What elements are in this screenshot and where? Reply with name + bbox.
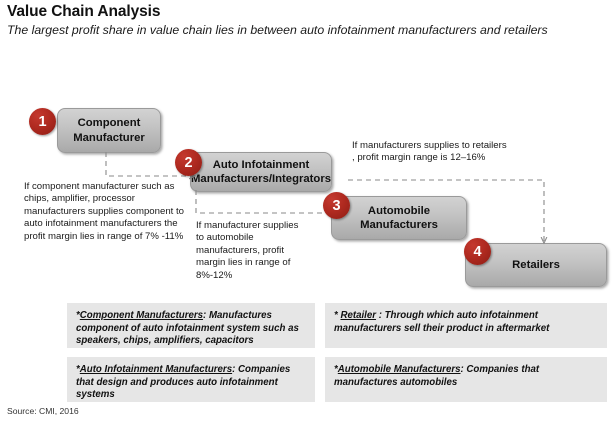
legend-body-1: : Through which auto infotainment manufa… bbox=[334, 310, 550, 334]
legend-automobile-manufacturers: *Automobile Manufacturers: Companies tha… bbox=[325, 357, 607, 402]
legend-prefix-1: * bbox=[334, 310, 341, 321]
legend-prefix-3: * bbox=[334, 364, 338, 375]
legend-text-automobile-manufacturers: *Automobile Manufacturers: Companies tha… bbox=[334, 364, 598, 389]
legend-auto-infotainment-manufacturers: *Auto Infotainment Manufacturers: Compan… bbox=[67, 357, 315, 402]
page-title: Value Chain Analysis bbox=[7, 3, 161, 20]
connector-2-to-3 bbox=[195, 190, 337, 213]
legend-body-2: : Companies that design and produces aut… bbox=[76, 364, 291, 401]
node-component-manufacturer[interactable]: Component Manufacturer bbox=[57, 108, 161, 153]
page-subtitle: The largest profit share in value chain … bbox=[7, 23, 548, 37]
node-badge-4: 4 bbox=[464, 238, 491, 265]
node-badge-2: 2 bbox=[175, 149, 202, 176]
annotation-component-to-auto: If component manufacturer such as chips,… bbox=[24, 181, 184, 242]
node-auto-infotainment-manufacturers[interactable]: Auto Infotainment Manufacturers/Integrat… bbox=[190, 152, 332, 192]
node-label-4: Retailers bbox=[512, 258, 560, 271]
annotation-auto-to-automobile: If manufacturer supplies to automobile m… bbox=[196, 220, 299, 281]
legend-prefix-2: * bbox=[76, 364, 80, 375]
legend-term-2: Auto Infotainment Manufacturers bbox=[79, 364, 233, 375]
node-automobile-manufacturers[interactable]: Automobile Manufacturers bbox=[331, 196, 467, 240]
legend-component-manufacturers: *Component Manufacturers: Manufactures c… bbox=[67, 303, 315, 348]
legend-text-auto-infotainment-manufacturers: *Auto Infotainment Manufacturers: Compan… bbox=[76, 364, 306, 402]
legend-text-retailer: * Retailer : Through which auto infotain… bbox=[334, 310, 598, 335]
legend-term-3: Automobile Manufacturers bbox=[337, 364, 461, 375]
node-label-3: Automobile Manufacturers bbox=[360, 204, 438, 232]
source-note: Source: CMI, 2016 bbox=[7, 406, 79, 416]
legend-text-component-manufacturers: *Component Manufacturers: Manufactures c… bbox=[76, 310, 306, 348]
node-label-1: Component Manufacturer bbox=[73, 117, 145, 144]
legend-body-0: : Manufactures component of auto infotai… bbox=[76, 310, 299, 347]
legend-retailer: * Retailer : Through which auto infotain… bbox=[325, 303, 607, 348]
legend-body-3: : Companies that manufactures automobile… bbox=[334, 364, 540, 388]
node-badge-1: 1 bbox=[29, 108, 56, 135]
legend-term-0: Component Manufacturers bbox=[79, 310, 204, 321]
legend-term-1: Retailer bbox=[340, 310, 377, 321]
legend-prefix-0: * bbox=[76, 310, 80, 321]
node-badge-3: 3 bbox=[323, 192, 350, 219]
annotation-auto-to-retailers: If manufacturers supplies to retailers ,… bbox=[352, 140, 507, 164]
node-label-2: Auto Infotainment Manufacturers/Integrat… bbox=[191, 158, 332, 186]
